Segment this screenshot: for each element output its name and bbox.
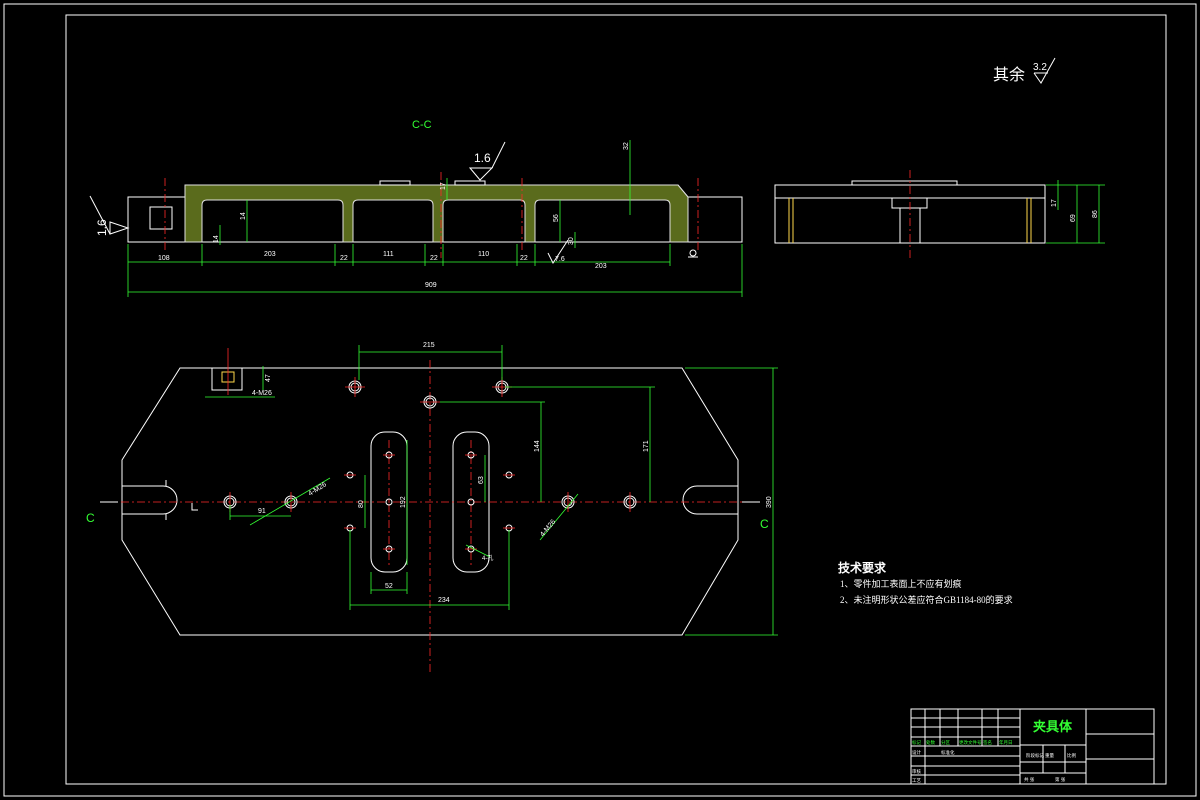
dim-22-b: 22 — [430, 255, 438, 262]
roughness-label: 其余 — [993, 65, 1025, 84]
thread-top: 4-M26 — [252, 390, 272, 397]
dim-144: 144 — [534, 440, 541, 452]
roughness-bottom-icon — [547, 239, 569, 265]
thread-left: 4-M26 — [307, 481, 328, 498]
tb-label-11: 重量 — [1045, 752, 1054, 759]
dim-22-a: 22 — [340, 255, 348, 262]
tb-label-7: 标准化 — [941, 749, 955, 756]
side-view: 17 69 86 — [774, 170, 1105, 258]
section-view: C-C 1.6 1.6 — [89, 119, 743, 297]
section-hatch — [184, 184, 689, 243]
right-slot — [682, 485, 738, 515]
thread-right: 4-M26 — [539, 519, 557, 539]
dim-909: 909 — [425, 282, 437, 289]
left-slot — [122, 485, 178, 515]
tb-label-14: 第 张 — [1055, 776, 1066, 783]
tb-label-0: 标记 — [912, 739, 921, 746]
title-block: 夹具体 标记 处数 分区 更改文件号 签名 年月日 设计 标准化 审核 工艺 阶… — [910, 708, 1155, 785]
section-bottom-dims: 108 203 22 111 22 110 22 203 909 7.6 — [127, 239, 743, 297]
plan-dimensions: 215 47 4-M26 171 144 390 91 4-M26 80 192 — [205, 342, 778, 636]
dim-215: 215 — [423, 342, 435, 349]
tech-req-item-2: 2、未注明形状公差应符合GB1184-80的要求 — [840, 594, 1013, 605]
roughness-bottom: 7.6 — [555, 256, 565, 263]
dim-17: 17 — [440, 182, 447, 190]
plan-outline — [121, 367, 739, 636]
roughness-symbol-icon — [1033, 57, 1056, 84]
tb-label-8: 审核 — [912, 768, 921, 775]
dim-14b: 14 — [213, 235, 220, 243]
section-mark-right: C — [760, 517, 769, 531]
dim-203-right: 203 — [595, 263, 607, 270]
roughness-left-icon — [109, 221, 130, 235]
dim-52: 52 — [385, 583, 393, 590]
roughness-left: 1.6 — [95, 219, 109, 236]
top-notch — [211, 367, 243, 391]
dim-234: 234 — [438, 597, 450, 604]
dim-56: 56 — [553, 214, 560, 222]
tech-req-item-1: 1、零件加工表面上不应有划痕 — [840, 578, 962, 589]
dim-192: 192 — [400, 496, 407, 508]
dim-14: 14 — [240, 212, 247, 220]
dim-side-17: 17 — [1051, 199, 1058, 207]
dim-63: 63 — [478, 476, 485, 484]
left-end-pocket — [149, 206, 173, 230]
dim-22-c: 22 — [520, 255, 528, 262]
dim-91: 91 — [258, 508, 266, 515]
tb-label-9: 工艺 — [912, 778, 921, 783]
outer-frame — [3, 3, 1197, 797]
tb-label-4: 签名 — [983, 739, 992, 746]
tb-label-1: 处数 — [926, 739, 935, 746]
dim-80: 80 — [358, 500, 365, 508]
section-title: C-C — [412, 119, 432, 131]
roughness-value: 3.2 — [1033, 62, 1047, 73]
dim-171: 171 — [643, 440, 650, 452]
tb-label-3: 更改文件号 — [959, 739, 982, 746]
general-roughness-note: 其余 3.2 — [993, 57, 1056, 84]
tb-label-12: 比例 — [1067, 752, 1076, 759]
dim-390: 390 — [766, 496, 773, 508]
dim-203-left: 203 — [264, 251, 276, 258]
tb-label-13: 共 张 — [1024, 776, 1035, 783]
tb-label-6: 设计 — [912, 749, 921, 756]
dim-side-69: 69 — [1070, 214, 1077, 222]
section-mark-left: C — [86, 511, 95, 525]
dim-30: 30 — [568, 237, 575, 245]
dim-111: 111 — [383, 251, 394, 258]
tb-label-5: 年月日 — [999, 739, 1013, 746]
tb-label-2: 分区 — [941, 739, 950, 746]
tech-req-title: 技术要求 — [838, 560, 887, 575]
part-name: 夹具体 — [1033, 719, 1073, 734]
technical-requirements: 技术要求 1、零件加工表面上不应有划痕 2、未注明形状公差应符合GB1184-8… — [838, 560, 1013, 605]
plan-view: C C 215 47 4-M26 171 144 390 — [86, 342, 778, 672]
dim-32: 32 — [623, 142, 630, 150]
dim-47: 47 — [265, 374, 272, 382]
dim-110: 110 — [478, 251, 489, 258]
inner-frame — [65, 14, 1167, 785]
dim-side-86: 86 — [1092, 210, 1099, 218]
roughness-top: 1.6 — [474, 151, 491, 165]
tb-label-10: 阶段标记 — [1026, 752, 1044, 759]
datum-icon — [689, 249, 697, 257]
hole-note: 4-孔 — [482, 554, 493, 562]
dim-108: 108 — [158, 255, 170, 262]
roughness-top-icon — [468, 167, 494, 181]
